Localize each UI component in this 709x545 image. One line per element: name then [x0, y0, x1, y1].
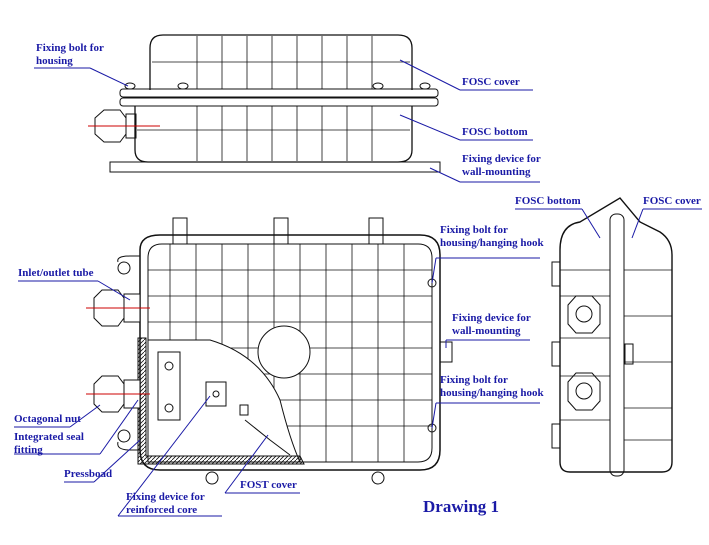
label-fosc-bottom-top: FOSC bottom	[462, 126, 528, 138]
label-line: reinforced core	[126, 504, 198, 516]
label-line: housing/hanging hook	[440, 387, 544, 399]
plan-view	[93, 217, 453, 485]
drawing-caption: Drawing 1	[423, 497, 500, 516]
label-line: wall-mounting	[452, 325, 521, 337]
label-fixing-bolt-housing: Fixing bolt for housing	[36, 42, 104, 68]
label-line: housing	[36, 55, 73, 67]
label-fosc-cover-side: FOSC cover	[643, 195, 701, 207]
top-elevation-view	[94, 34, 441, 173]
label-integrated-seal-fitting: Integrated seal fitting	[14, 431, 84, 457]
label-line: fitting	[14, 444, 43, 456]
leader-lines	[14, 59, 702, 517]
label-line: Fixing bolt for	[440, 374, 508, 386]
label-line: Fixing device for	[462, 153, 541, 165]
label-fixing-device-wall-mid: Fixing device for wall-mounting	[452, 312, 531, 338]
label-fixing-device-top: Fixing device for wall-mounting	[462, 153, 541, 179]
label-line: Integrated seal	[14, 431, 84, 443]
label-line: housing/hanging hook	[440, 237, 544, 249]
label-fost-cover: FOST cover	[240, 479, 297, 491]
label-line: Fixing bolt for	[36, 42, 104, 54]
label-fixing-bolt-hook-1: Fixing bolt for housing/hanging hook	[440, 224, 544, 250]
side-view	[551, 197, 673, 477]
label-fosc-bottom-side: FOSC bottom	[515, 195, 581, 207]
label-line: Fixing device for	[126, 491, 205, 503]
label-fosc-cover-top: FOSC cover	[462, 76, 520, 88]
label-fixing-bolt-hook-2: Fixing bolt for housing/hanging hook	[440, 374, 544, 400]
label-line: Fixing bolt for	[440, 224, 508, 236]
label-line: Fixing device for	[452, 312, 531, 324]
label-line: wall-mounting	[462, 166, 531, 178]
label-inlet-outlet-tube: Inlet/outlet tube	[18, 267, 94, 279]
label-fixing-device-core: Fixing device for reinforced core	[126, 491, 205, 517]
label-octagonal-nut: Octagonal nut	[14, 413, 81, 425]
label-pressboad: Pressboad	[64, 468, 113, 480]
